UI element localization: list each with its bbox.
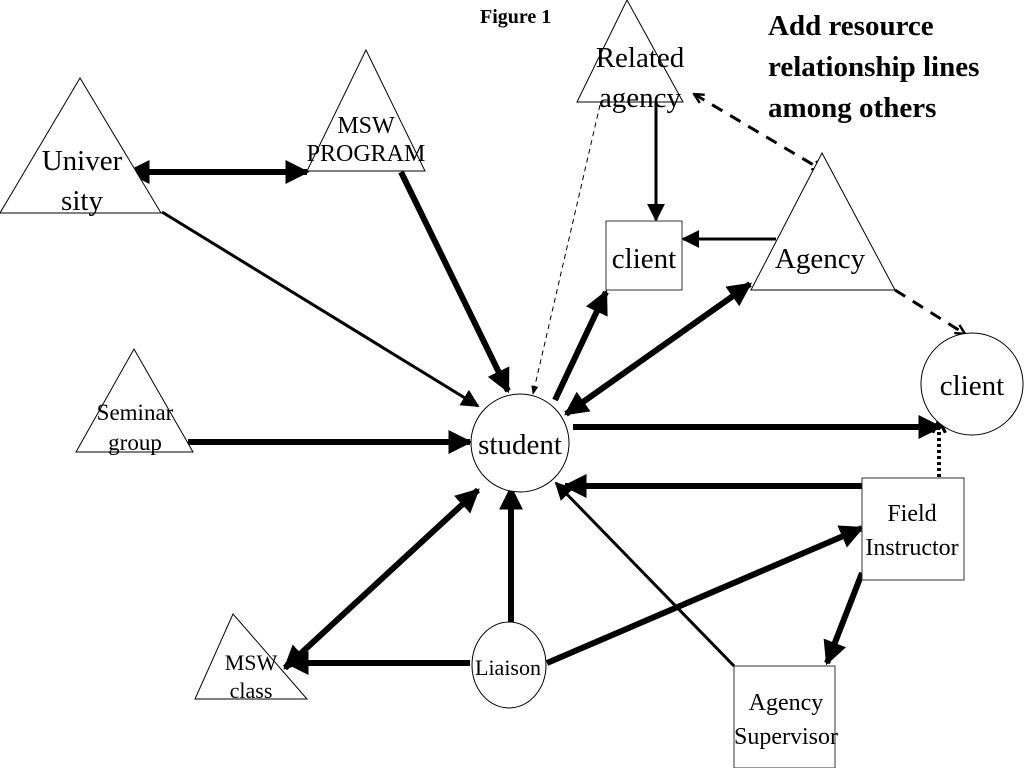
edge-agency-supervisor-to-student: [554, 481, 736, 668]
edge-related-agency-to-agency: [694, 94, 822, 170]
node-label: Seminar: [97, 400, 174, 425]
node-label: group: [108, 430, 162, 455]
node-label: client: [940, 370, 1004, 402]
node-liaison: Liaison: [471, 621, 547, 709]
edge-student-to-agency: [564, 281, 752, 417]
node-label: class: [230, 678, 273, 703]
node-related-agency: Related agency: [576, 0, 685, 114]
node-student: student: [470, 393, 570, 493]
triangle-shape: [750, 151, 896, 291]
rectangle-shape: [861, 477, 965, 581]
node-label: Liaison: [475, 655, 541, 680]
triangle-shape: [75, 347, 194, 453]
node-label: MSW: [225, 650, 278, 675]
instruction-line: relationship lines: [768, 51, 980, 83]
edge-msw-class-to-student: [282, 487, 481, 671]
triangle-shape: [576, 0, 684, 103]
rectangle-shape: [733, 665, 836, 768]
instruction-line: Add resource: [768, 10, 934, 42]
circle-shape: [470, 393, 570, 493]
edge-related-agency-to-student: [531, 104, 601, 395]
edges-layer: [125, 94, 965, 675]
node-label: Agency: [775, 243, 866, 275]
node-label: Related: [596, 42, 685, 74]
triangle-shape: [194, 613, 309, 700]
triangle-shape: [0, 77, 162, 214]
node-label: agency: [599, 82, 682, 114]
ellipse-shape: [471, 621, 547, 709]
edge-university-to-student: [161, 210, 480, 408]
node-client-box: client: [605, 220, 683, 291]
node-label: PROGRAM: [307, 141, 426, 167]
node-label: Univer: [42, 145, 123, 177]
node-university: Univer sity: [0, 77, 162, 217]
edge-field-instructor-to-agency-supervisor: [823, 571, 865, 666]
node-label: MSW: [337, 113, 395, 139]
node-client-circle: client: [920, 332, 1024, 436]
edge-student-to-client-box: [552, 289, 609, 402]
circle-shape: [920, 332, 1024, 436]
node-label: client: [612, 243, 676, 275]
edge-agency-to-client-circle: [894, 288, 965, 334]
node-agency: Agency: [750, 151, 896, 291]
node-label: sity: [61, 185, 103, 217]
edge-msw-program-to-student: [398, 170, 511, 394]
node-seminar-group: Seminar group: [75, 347, 194, 455]
edge-liaison-to-field-instructor: [545, 525, 865, 666]
node-label: Agency: [749, 690, 824, 716]
node-label: student: [478, 429, 562, 461]
node-msw-class: MSW class: [194, 613, 309, 703]
figure-title: Figure 1: [480, 6, 552, 28]
node-label: Supervisor: [734, 724, 838, 750]
node-label: Field: [887, 501, 936, 527]
node-label: Instructor: [865, 535, 958, 561]
rectangle-shape: [605, 220, 683, 291]
triangle-shape: [306, 48, 426, 172]
